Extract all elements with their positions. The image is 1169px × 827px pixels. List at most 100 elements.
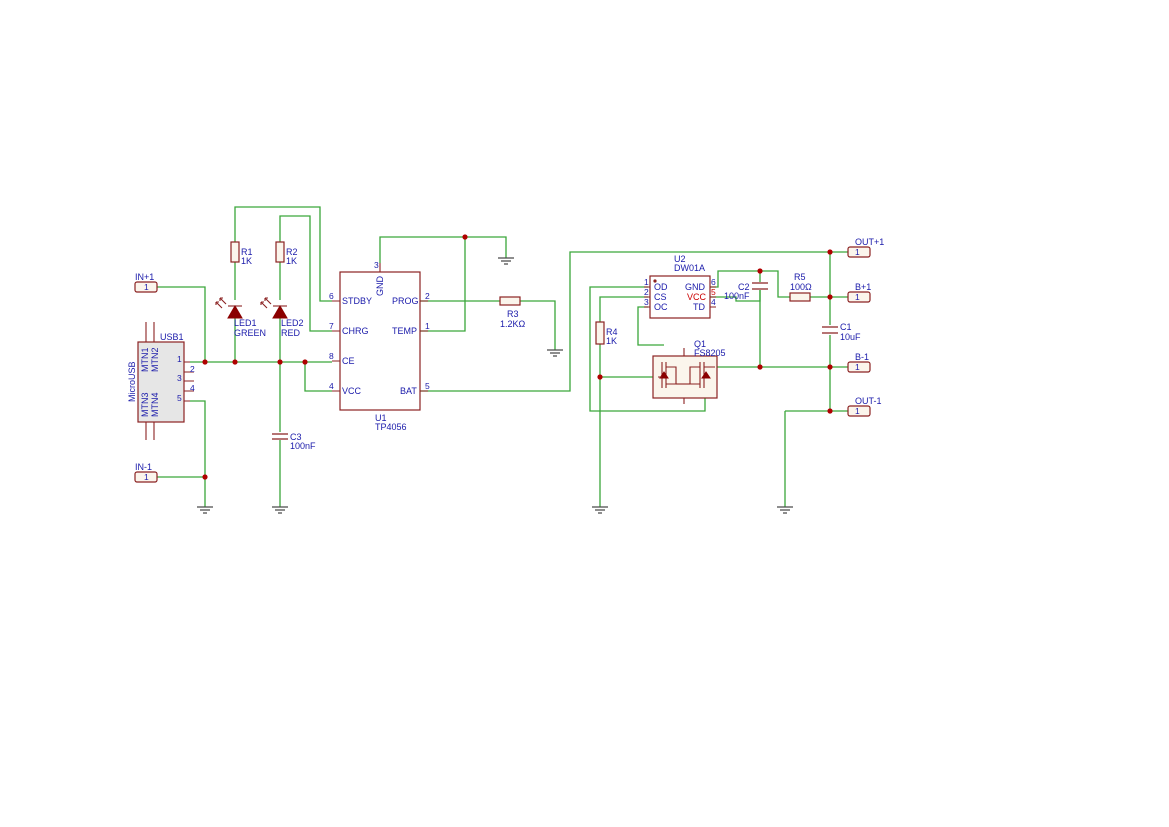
capacitor-c2[interactable]: C2 100nF [724,282,768,301]
u1-pinnum-stdby: 6 [329,291,334,301]
u2-pin-oc: OC [654,302,668,312]
capacitor-value: 10uF [840,332,861,342]
capacitor-ref: C2 [738,282,750,292]
connector-pin: 1 [855,406,860,416]
connector-pin: 1 [855,362,860,372]
capacitor-c3[interactable]: C3 100nF [272,432,316,451]
ground-symbols [197,257,793,514]
resistor-r3[interactable]: R3 1.2KΩ [499,296,526,329]
usb-ref: USB1 [160,332,184,342]
u2-pin-gnd: GND [685,282,706,292]
mosfet-value: FS8205 [694,348,726,358]
u1-pin-vcc: VCC [342,386,362,396]
usb-mtn2: MTN2 [150,348,160,373]
usb-connector-usb1[interactable]: USB1 MicroUSB MTN1 MTN2 MTN3 MTN4 1 2 3 … [127,322,195,440]
u2-pinnum-oc: 3 [644,297,649,307]
wires [157,206,848,507]
resistor-ref: R2 [286,247,298,257]
usb-pin-1: 1 [177,354,182,364]
ground-symbol [547,349,563,357]
usb-pin-4: 4 [190,383,195,393]
capacitor-ref: C1 [840,322,852,332]
ic-value: DW01A [674,263,705,273]
led-ref: LED1 [234,318,257,328]
ground-symbol [197,506,213,514]
connector-in-neg[interactable]: IN-1 1 [134,462,158,483]
connector-out-pos[interactable]: OUT+1 1 [847,237,884,258]
junctions [202,234,833,480]
usb-mtn4: MTN4 [150,393,160,418]
resistor-value: 1.2KΩ [500,319,526,329]
connector-out-neg[interactable]: OUT-1 1 [847,396,882,417]
connector-pin: 1 [855,292,860,302]
mosfet-q1[interactable]: Q1 FS8205 [652,339,726,404]
led-value: GREEN [234,328,266,338]
u2-pinnum-gnd: 6 [711,277,716,287]
capacitor-value: 100nF [724,291,750,301]
u2-pin-cs: CS [654,292,667,302]
u2-pinnum-cs: 2 [644,287,649,297]
u1-pinnum-gnd: 3 [374,260,379,270]
resistor-ref: R5 [794,272,806,282]
connector-in-pos[interactable]: IN+1 1 [134,272,158,293]
u1-pinnum-vcc: 4 [329,381,334,391]
resistor-value: 1K [241,256,252,266]
resistor-r2[interactable]: R2 1K [275,241,298,266]
capacitor-ref: C3 [290,432,302,442]
resistor-ref: R3 [507,309,519,319]
ground-symbol [777,506,793,514]
connector-pin: 1 [855,247,860,257]
u1-pin-chrg: CHRG [342,326,369,336]
resistor-r4[interactable]: R4 1K [595,321,618,346]
ground-symbol [498,257,514,265]
u1-pinnum-bat: 5 [425,381,430,391]
connector-ref: OUT-1 [855,396,882,406]
resistor-ref: R1 [241,247,253,257]
mosfet-ref: Q1 [694,339,706,349]
connector-b-pos[interactable]: B+1 1 [847,282,871,303]
usb-value: MicroUSB [127,361,137,402]
connector-ref: B+1 [855,282,871,292]
u1-pinnum-ce: 8 [329,351,334,361]
connector-ref: IN-1 [135,462,152,472]
ic-ref: U1 [375,413,387,423]
connector-ref: OUT+1 [855,237,884,247]
ic-u2[interactable]: OD CS OC GND VCC TD 1 2 3 6 5 4 U2 DW01A [644,254,716,319]
u2-pin-od: OD [654,282,668,292]
u2-pin-vcc: VCC [687,292,707,302]
u1-pinnum-prog: 2 [425,291,430,301]
resistor-value: 100Ω [790,282,812,292]
led-led2[interactable]: LED2 RED [260,297,304,338]
capacitor-c1[interactable]: C1 10uF [822,322,861,342]
resistor-ref: R4 [606,327,618,337]
u2-pin-td: TD [693,302,705,312]
u2-pinnum-od: 1 [644,277,649,287]
u1-pin-prog: PROG [392,296,419,306]
connector-ref: IN+1 [135,272,154,282]
led-led1[interactable]: LED1 GREEN [215,297,266,338]
connector-b-neg[interactable]: B-1 1 [847,352,871,373]
resistor-r1[interactable]: R1 1K [230,241,253,266]
usb-mtn1: MTN1 [140,348,150,373]
ic-ref: U2 [674,254,686,264]
usb-mtn3: MTN3 [140,393,150,418]
ic-value: TP4056 [375,422,407,432]
u1-pin-bat: BAT [400,386,417,396]
u1-pin-gnd: GND [375,276,385,297]
usb-pin-2: 2 [190,364,195,374]
connector-ref: B-1 [855,352,869,362]
ground-symbol [272,506,288,514]
led-value: RED [281,328,301,338]
u1-pin-stdby: STDBY [342,296,372,306]
usb-pin-3: 3 [177,373,182,383]
capacitor-value: 100nF [290,441,316,451]
connector-pin: 1 [144,472,149,482]
u1-pinnum-temp: 1 [425,321,430,331]
connector-pin: 1 [144,282,149,292]
ic-u1[interactable]: STDBY CHRG CE VCC PROG TEMP BAT GND 6 7 … [329,260,430,432]
usb-pin-5: 5 [177,393,182,403]
resistor-r5[interactable]: R5 100Ω [789,272,812,302]
led-ref: LED2 [281,318,304,328]
u2-pinnum-vcc: 5 [711,287,716,297]
